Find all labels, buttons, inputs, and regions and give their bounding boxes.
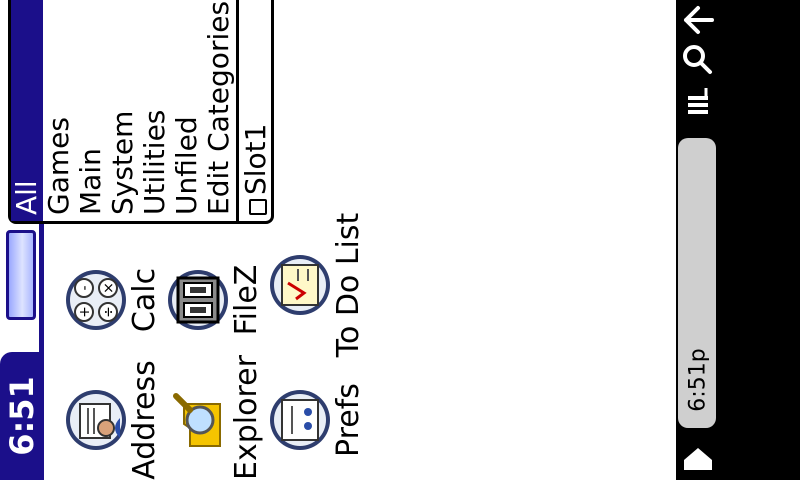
- memory-card-icon: [249, 199, 267, 215]
- svg-text:×: ×: [101, 282, 117, 294]
- screen-edge: [720, 0, 800, 480]
- search-icon[interactable]: [676, 40, 720, 80]
- category-dropdown-trigger[interactable]: [6, 230, 36, 320]
- svg-text:÷: ÷: [101, 306, 117, 318]
- menu-item-all[interactable]: All: [10, 0, 43, 221]
- bar-clock-text: 6:51p: [685, 348, 711, 412]
- notification-slot[interactable]: [678, 138, 716, 428]
- app-label: FileZ: [229, 264, 264, 336]
- app-label: Prefs: [331, 383, 366, 457]
- android-nav-bar: 6:51p: [676, 0, 720, 480]
- clock-tab[interactable]: 6:51 pm: [0, 352, 85, 480]
- menu-item-utilities[interactable]: Utilities: [138, 109, 171, 215]
- app-todo-list[interactable]: To Do List: [264, 210, 366, 360]
- menu-item-slot1[interactable]: Slot1: [239, 0, 272, 221]
- home-icon[interactable]: [676, 438, 720, 478]
- todo-list-icon: [264, 249, 336, 321]
- svg-text:+: +: [77, 306, 93, 318]
- address-book-icon: [60, 384, 132, 456]
- app-calc[interactable]: + - ÷ × Calc: [60, 240, 162, 360]
- svg-text:-: -: [77, 285, 93, 290]
- app-label: Calc: [127, 267, 162, 333]
- app-label: Address: [127, 360, 162, 480]
- calculator-icon: + - ÷ ×: [60, 264, 132, 336]
- app-label: To Do List: [331, 212, 366, 358]
- menu-item-unfiled[interactable]: Unfiled: [170, 116, 203, 215]
- menu-item-edit-categories[interactable]: Edit Categories...: [202, 0, 235, 215]
- app-explorer[interactable]: Explorer: [162, 355, 264, 480]
- app-filez[interactable]: FileZ: [162, 240, 264, 360]
- app-prefs[interactable]: Prefs: [264, 360, 366, 480]
- menu-item-system[interactable]: System: [106, 110, 139, 215]
- back-icon[interactable]: [676, 0, 720, 40]
- app-label: Explorer: [229, 355, 264, 480]
- menu-item-main[interactable]: Main: [74, 148, 107, 215]
- category-menu: All Games Main System Utilities Unfiled …: [8, 0, 274, 224]
- menu-item-games[interactable]: Games: [42, 117, 75, 215]
- explorer-magnifier-icon: [162, 384, 234, 456]
- slot-label: Slot1: [239, 123, 272, 195]
- filez-drive-icon: [162, 264, 234, 336]
- menu-icon[interactable]: [676, 84, 720, 124]
- app-address[interactable]: Address: [60, 360, 162, 480]
- bar-clock: 6:51p: [676, 340, 720, 420]
- palm-launcher: 6:51 pm Address: [0, 0, 366, 480]
- prefs-icon: [264, 384, 336, 456]
